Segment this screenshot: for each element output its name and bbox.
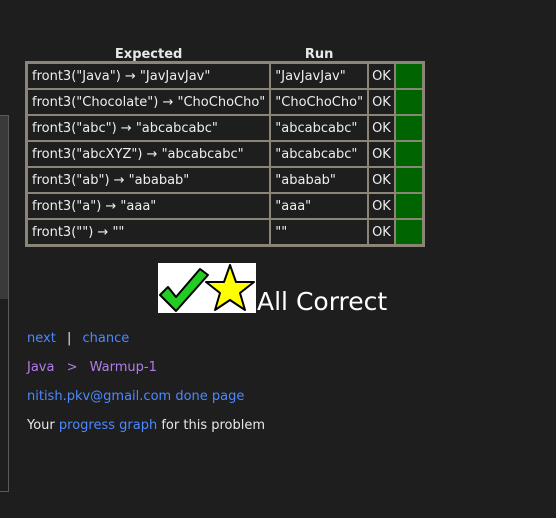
pass-indicator [394,115,423,141]
progress-prefix: Your [27,418,55,433]
all-correct-text: All Correct [257,287,388,316]
user-line: nitish.pkv@gmail.com done page [27,389,244,404]
table-row: front3("ab") → "ababab" "ababab" OK [27,167,423,193]
status-cell: OK [368,141,395,167]
check-icon [159,268,209,312]
progress-suffix: for this problem [161,418,266,433]
next-link[interactable]: next [27,331,56,346]
table-row: front3("Chocolate") → "ChoChoCho" "ChoCh… [27,89,423,115]
expected-cell: front3("Java") → "JavJavJav" [27,63,271,89]
status-cell: OK [368,219,395,245]
expected-cell: front3("ab") → "ababab" [27,167,271,193]
progress-line: Your progress graph for this problem [27,418,265,433]
run-cell: "abcabcabc" [270,115,369,141]
pass-indicator [394,193,423,219]
status-cell: OK [368,89,395,115]
result-icons [158,263,256,313]
table-row: front3("Java") → "JavJavJav" "JavJavJav"… [27,63,423,89]
star-icon [205,264,255,311]
expected-cell: front3("abcXYZ") → "abcabcabc" [27,141,271,167]
breadcrumb-java[interactable]: Java [27,360,55,375]
progress-graph-link[interactable]: progress graph [58,418,158,433]
run-cell: "JavJavJav" [270,63,369,89]
table-row: front3("abc") → "abcabcabc" "abcabcabc" … [27,115,423,141]
table-row: front3("") → "" "" OK [27,219,423,245]
run-cell: "ababab" [270,167,369,193]
status-cell: OK [368,115,395,141]
table-row: front3("abcXYZ") → "abcabcabc" "abcabcab… [27,141,423,167]
run-cell: "" [270,219,369,245]
pass-indicator [394,89,423,115]
table-row: front3("a") → "aaa" "aaa" OK [27,193,423,219]
expected-cell: front3("Chocolate") → "ChoChoCho" [27,89,271,115]
header-run: Run [304,47,334,62]
status-cell: OK [368,63,395,89]
run-cell: "ChoChoCho" [270,89,369,115]
expected-cell: front3("a") → "aaa" [27,193,271,219]
results-table: Expected Run front3("Java") → "JavJavJav… [25,46,425,247]
status-cell: OK [368,167,395,193]
scroll-strip [0,116,8,299]
run-cell: "abcabcabc" [270,141,369,167]
pass-indicator [394,63,423,89]
next-chance-nav: next | chance [27,331,129,346]
header-row: Expected Run [27,46,423,63]
breadcrumb: Java > Warmup-1 [27,360,157,375]
header-expected: Expected [114,47,183,62]
run-cell: "aaa" [270,193,369,219]
expected-cell: front3("") → "" [27,219,271,245]
status-cell: OK [368,193,395,219]
breadcrumb-separator: > [66,360,78,375]
user-done-page-link[interactable]: nitish.pkv@gmail.com done page [27,389,245,404]
breadcrumb-warmup[interactable]: Warmup-1 [89,360,157,375]
left-panel-edge [0,115,9,492]
nav-separator: | [66,331,72,346]
pass-indicator [394,167,423,193]
chance-link[interactable]: chance [82,331,130,346]
pass-indicator [394,219,423,245]
result-icons-svg [159,264,255,312]
pass-indicator [394,141,423,167]
expected-cell: front3("abc") → "abcabcabc" [27,115,271,141]
